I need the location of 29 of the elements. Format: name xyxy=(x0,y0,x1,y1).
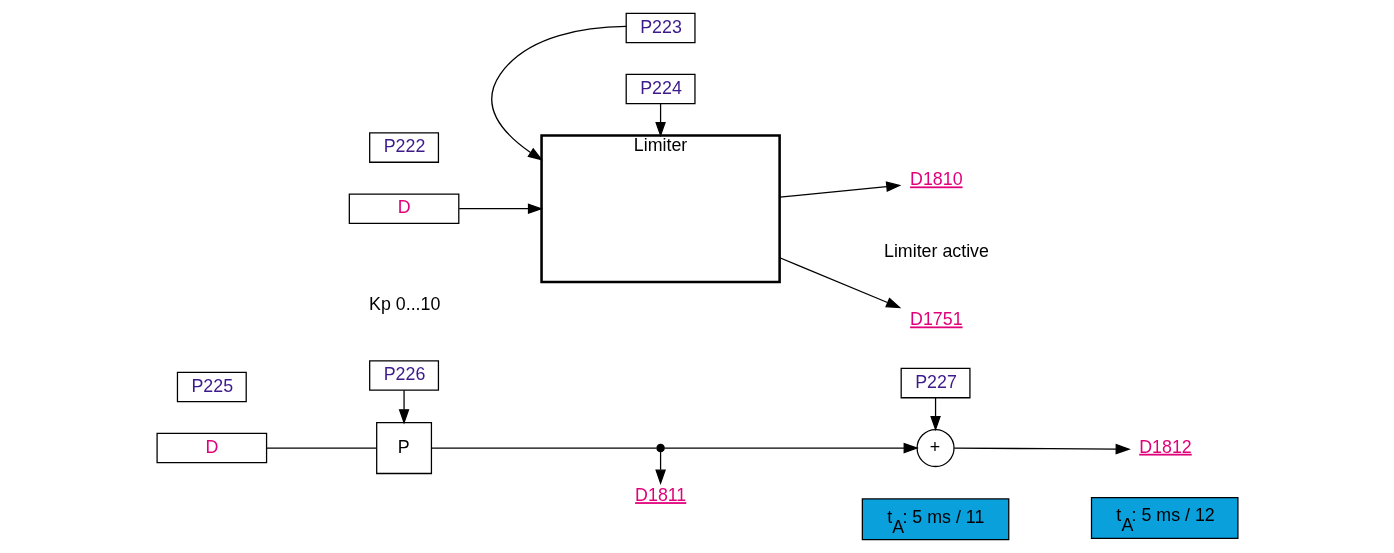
node-circle xyxy=(655,443,665,453)
arrow xyxy=(778,181,901,198)
arrow xyxy=(929,397,941,432)
arrow xyxy=(654,103,666,138)
arrow xyxy=(663,442,919,454)
node-box: D xyxy=(348,193,459,224)
arrow xyxy=(490,25,627,161)
node-box: P xyxy=(375,421,432,475)
arrow xyxy=(458,203,543,215)
node-circle: + xyxy=(915,428,955,468)
connector xyxy=(265,447,377,449)
node-label: Limiter active xyxy=(883,240,989,261)
node-box: P227 xyxy=(900,367,971,399)
node-box: P223 xyxy=(625,12,696,44)
connector xyxy=(430,447,657,449)
node-box: Limiter xyxy=(539,134,781,284)
arrow xyxy=(953,443,1131,455)
node-box: P224 xyxy=(625,73,696,105)
node-box: P222 xyxy=(368,132,439,163)
arrow xyxy=(398,389,409,425)
node-box: D xyxy=(155,432,267,464)
node-text: D1812 xyxy=(1138,436,1192,457)
node-text: D1811 xyxy=(634,485,686,506)
node-box: P226 xyxy=(368,360,439,391)
node-box: P225 xyxy=(176,371,247,403)
node-text: D1810 xyxy=(909,169,963,190)
node-text: D1751 xyxy=(909,309,963,330)
node-label: Kp 0...10 xyxy=(368,294,440,315)
arrow xyxy=(778,257,901,309)
